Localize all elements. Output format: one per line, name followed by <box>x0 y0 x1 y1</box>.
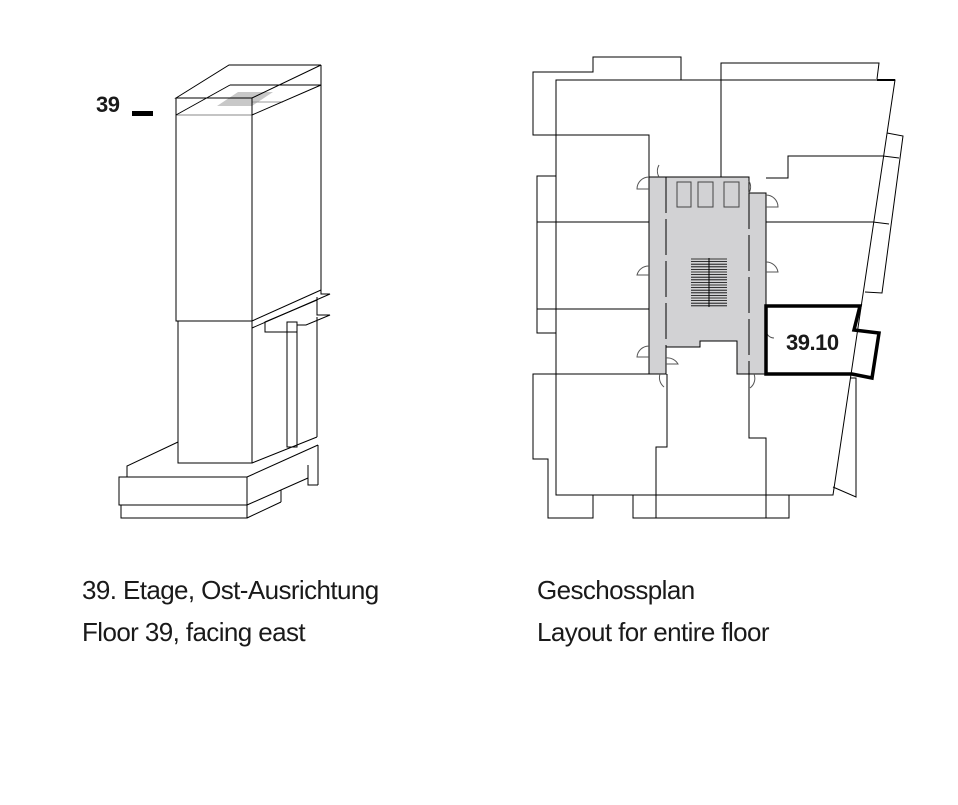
unit-label[interactable]: 39.10 <box>786 330 839 355</box>
building-caption-title: 39. Etage, Ost-Ausrichtung <box>82 575 379 605</box>
floor-plan <box>532 56 904 519</box>
outer-wall <box>555 79 896 496</box>
floor-39-highlight <box>217 92 273 106</box>
plan-caption-subtitle: Layout for entire floor <box>537 617 770 647</box>
building-caption-subtitle: Floor 39, facing east <box>82 617 306 647</box>
floor-marker-dash <box>132 111 153 116</box>
unit-39-10-outline[interactable] <box>764 304 882 381</box>
elevators <box>676 181 740 208</box>
stairs <box>691 258 727 307</box>
plan-caption-title: Geschossplan <box>537 575 695 605</box>
building-isometric <box>118 64 331 519</box>
floor-marker-label: 39 <box>96 92 120 117</box>
